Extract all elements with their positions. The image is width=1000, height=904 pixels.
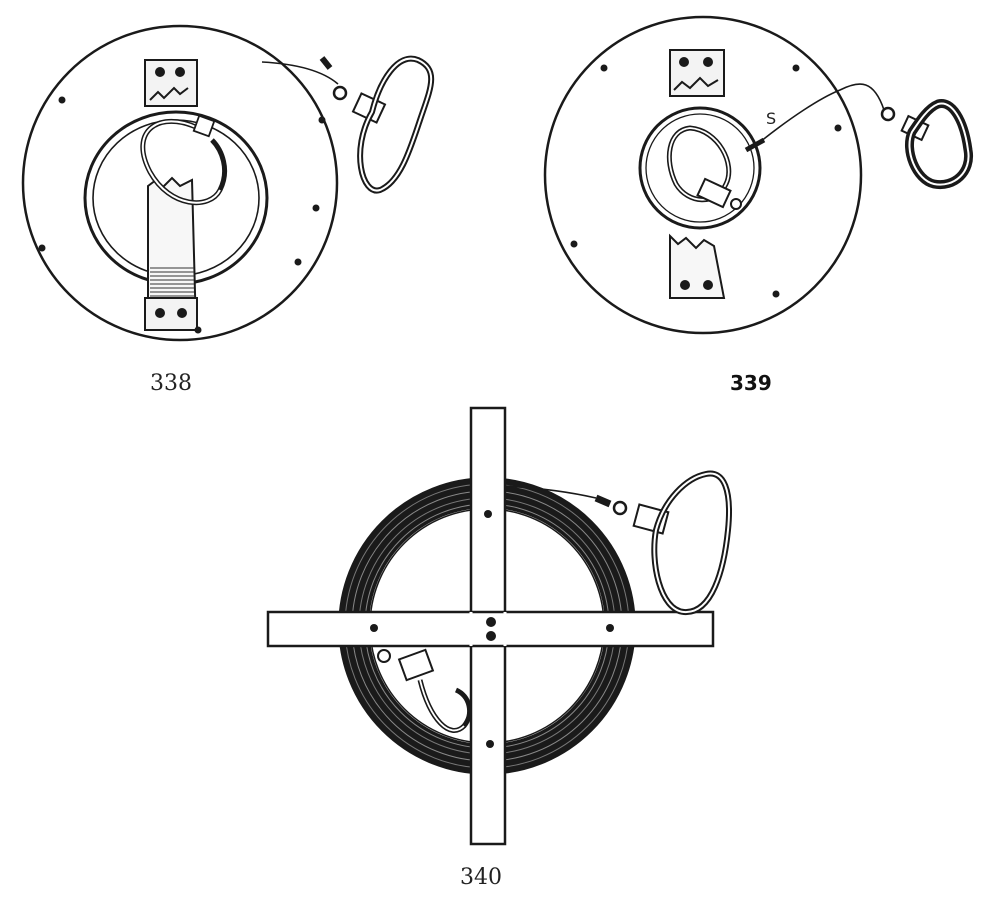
figure-340: 340 (266, 406, 732, 890)
figure-number-338: 338 (150, 371, 192, 396)
rim-rivets (570, 64, 842, 298)
outer-handle (880, 99, 974, 190)
outer-handle (594, 470, 732, 615)
tape-line (747, 83, 885, 149)
figure-338: 338 (21, 24, 435, 396)
rim-rivets (38, 96, 326, 334)
figure-number-340: 340 (460, 865, 502, 890)
hub-ring (638, 106, 762, 230)
inner-handle (417, 679, 473, 733)
strap (669, 49, 726, 299)
reel-disc (21, 24, 339, 342)
strap (144, 59, 198, 331)
figure-number-339: 339 (730, 371, 772, 395)
marker-s: S (766, 109, 776, 128)
cross-frame (266, 406, 715, 846)
outer-handle (319, 55, 435, 194)
figure-339: S 339 (543, 15, 974, 395)
tape-line (261, 61, 339, 85)
tape-line (504, 485, 597, 499)
